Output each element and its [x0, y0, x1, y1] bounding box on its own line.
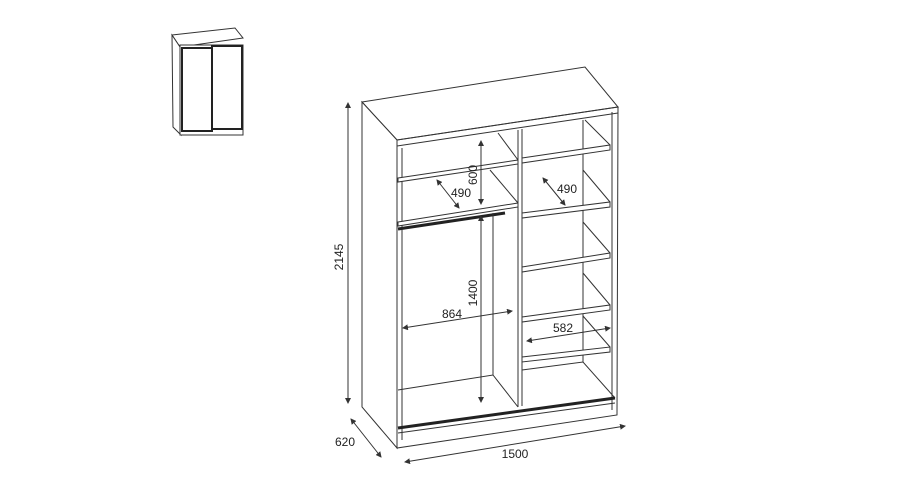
depth-label: 620: [335, 435, 355, 449]
hanging-rail: [397, 211, 506, 231]
wardrobe-thumbnail: [171, 27, 244, 137]
top-panel: [360, 66, 619, 141]
height-label: 2145: [332, 243, 346, 270]
bottom-rail: [397, 396, 616, 430]
right-shelves: [521, 119, 616, 399]
wardrobe-main: [360, 66, 619, 450]
right-shelf-depth-label: 490: [557, 182, 577, 196]
width-label: 1500: [502, 447, 529, 461]
left-width-label: 864: [442, 307, 462, 321]
dimension-lines: [345, 102, 626, 465]
left-shelves: [397, 132, 519, 408]
left-shelf-depth-label: 490: [451, 186, 471, 200]
side-panel: [361, 100, 398, 450]
front-frame: [396, 106, 619, 449]
right-width-label: 582: [553, 321, 573, 335]
hanging-height-label: 1400: [466, 279, 480, 306]
top-shelf-height-label: 600: [466, 165, 480, 185]
